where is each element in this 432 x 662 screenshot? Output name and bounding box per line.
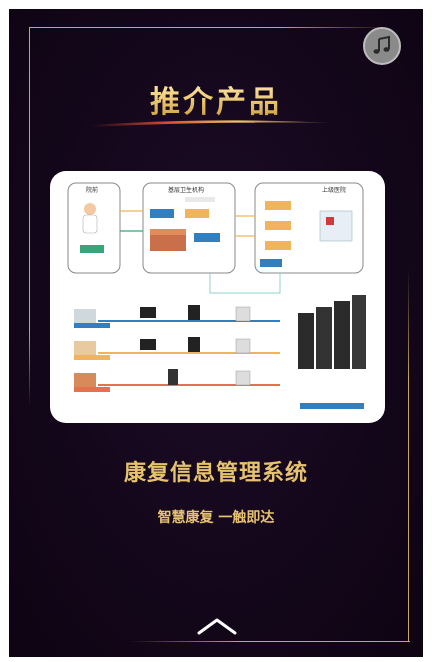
- product-name: 康复信息管理系统: [123, 461, 308, 486]
- frame-border-left: [29, 27, 30, 407]
- product-tagline: 智慧康复 一触即达: [157, 510, 275, 526]
- diagram-label-prehospital: 院前: [86, 186, 98, 194]
- chevron-up-icon[interactable]: [195, 615, 239, 637]
- frame-border-top: [29, 27, 389, 28]
- product-image-card: 院前 基层卫生机构 上级医院: [50, 171, 385, 423]
- frame-border-bottom: [129, 641, 410, 642]
- section-title: 推介产品: [9, 77, 423, 121]
- page-stage: 推介产品 院前 基层卫生机构 上级医院: [9, 9, 423, 657]
- system-architecture-diagram: 院前 基层卫生机构 上级医院: [67, 182, 366, 409]
- diagram-label-upper-hospital: 上级医院: [322, 186, 346, 194]
- frame-border-right: [408, 269, 409, 641]
- title-underline-swoosh: [91, 120, 337, 127]
- diagram-label-primary-care: 基层卫生机构: [168, 186, 204, 194]
- music-note-icon: [373, 35, 390, 54]
- music-toggle-button[interactable]: [363, 27, 401, 65]
